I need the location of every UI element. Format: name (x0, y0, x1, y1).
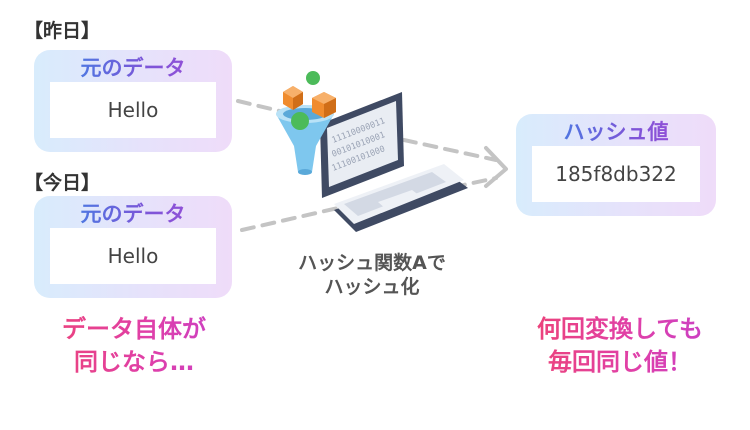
ball-icon (291, 112, 309, 130)
today-data-value: Hello (50, 228, 216, 284)
today-panel-title: 元のデータ (34, 198, 232, 228)
today-label: 【今日】 (24, 172, 101, 194)
left-note: データ自体が 同じなら… (14, 313, 254, 379)
hash-function-caption: ハッシュ関数Aで ハッシュ化 (262, 251, 482, 299)
laptop-to-hash-upper-arrow (402, 138, 498, 162)
hash-panel-title: ハッシュ値 (516, 116, 716, 146)
yesterday-data-panel: 元のデータ Hello (34, 50, 232, 152)
caption-line-2: ハッシュ化 (324, 276, 420, 298)
ball-icon (306, 71, 320, 85)
hash-value-panel: ハッシュ値 185f8db322 (516, 114, 716, 216)
cube-icon (283, 86, 303, 110)
yesterday-data-value: Hello (50, 82, 216, 138)
left-note-line-2: 同じなら… (74, 348, 194, 376)
right-note-line-2: 毎回同じ値！ (548, 348, 692, 376)
right-note-line-1: 何回変換しても (536, 315, 704, 343)
cube-icon (312, 92, 336, 118)
left-note-line-1: データ自体が (62, 315, 206, 343)
today-to-laptop-arrow (240, 206, 340, 232)
today-data-panel: 元のデータ Hello (34, 196, 232, 298)
hash-value: 185f8db322 (532, 146, 700, 202)
yesterday-label: 【昨日】 (24, 20, 101, 42)
laptop-icon (320, 92, 468, 232)
right-note: 何回変換しても 毎回同じ値！ (500, 313, 740, 379)
arrow-head-icon (484, 146, 508, 188)
yesterday-panel-title: 元のデータ (34, 52, 232, 82)
caption-line-1: ハッシュ関数Aで (298, 252, 446, 274)
